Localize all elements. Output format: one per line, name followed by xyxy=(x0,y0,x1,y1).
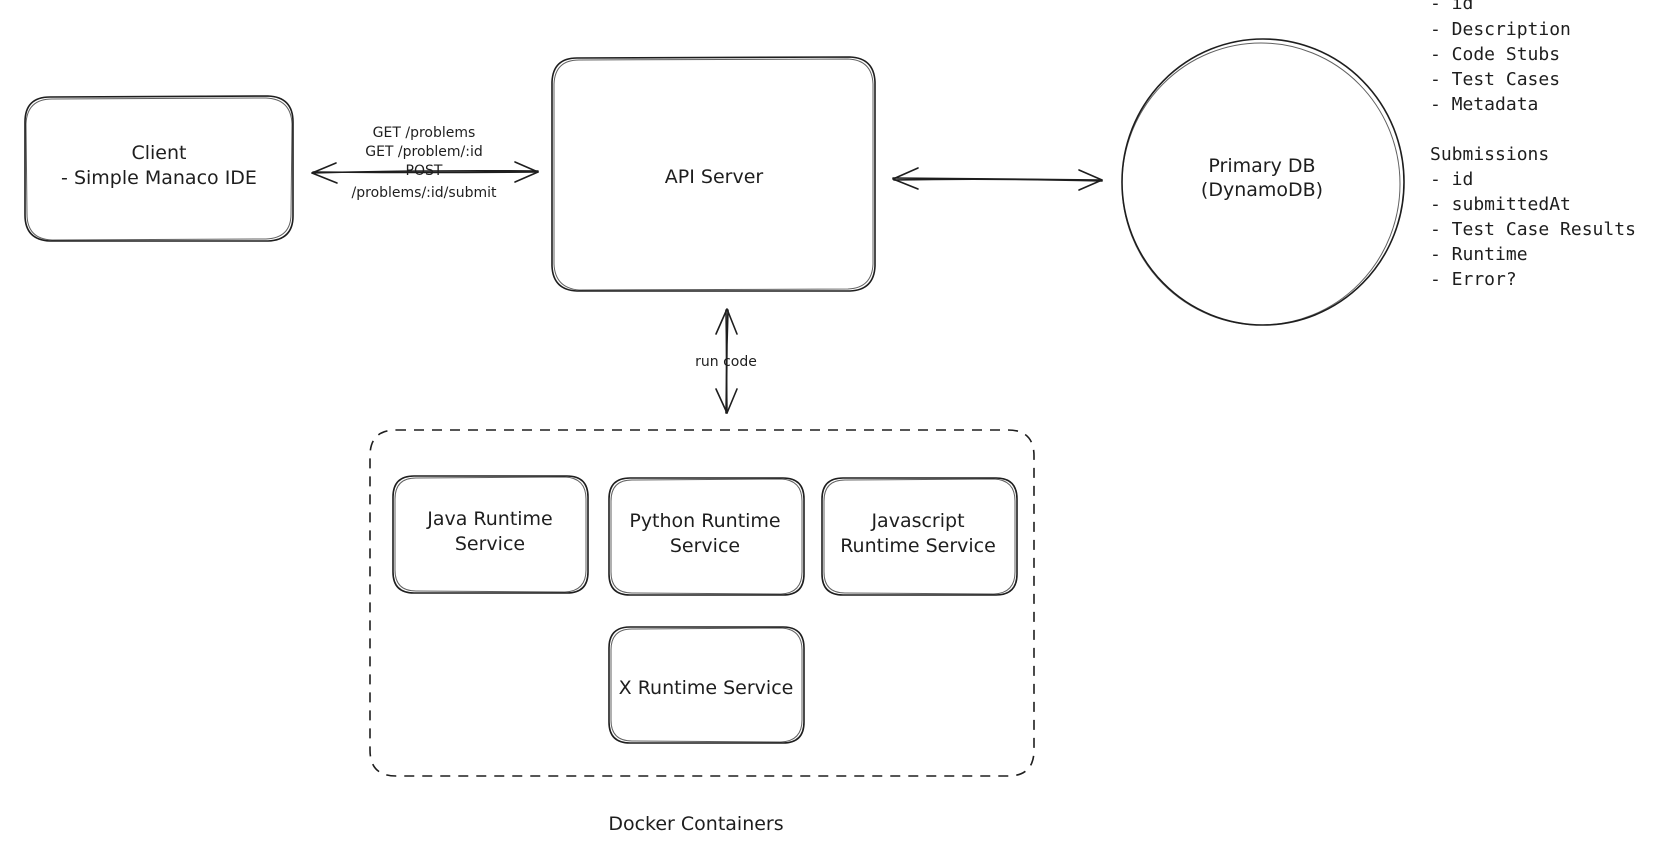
problems-field-description: - Description xyxy=(1430,19,1571,40)
submissions-field-id: - id xyxy=(1430,169,1473,190)
schema-notes: - id - Description - Code Stubs - Test C… xyxy=(1430,0,1636,290)
api-server-node[interactable]: API Server xyxy=(551,56,876,292)
problems-field-metadata: - Metadata xyxy=(1430,94,1538,115)
primary-db-node[interactable]: Primary DB (DynamoDB) xyxy=(1121,38,1405,326)
javascript-runtime-node[interactable]: Javascript Runtime Service xyxy=(821,477,1018,596)
edge-api-runtime-label: run code xyxy=(695,354,757,370)
edge-client-api-label-line-3: POST xyxy=(406,163,443,179)
edge-api-db[interactable] xyxy=(892,167,1103,191)
submissions-field-submitted-at: - submittedAt xyxy=(1430,194,1571,215)
edge-client-api[interactable]: GET /problems GET /problem/:id POST /pro… xyxy=(311,125,539,201)
docker-containers-group: Docker Containers xyxy=(369,429,1035,835)
java-runtime-label-line-1: Java Runtime xyxy=(426,508,553,530)
primary-db-label-line-2: (DynamoDB) xyxy=(1201,179,1323,201)
submissions-field-test-case-results: - Test Case Results xyxy=(1430,219,1636,240)
python-runtime-node[interactable]: Python Runtime Service xyxy=(608,477,805,596)
javascript-runtime-label-line-1: Javascript xyxy=(870,510,964,532)
x-runtime-node[interactable]: X Runtime Service xyxy=(608,626,805,744)
x-runtime-label: X Runtime Service xyxy=(619,677,794,699)
client-label-line-2: - Simple Manaco IDE xyxy=(61,167,257,189)
api-server-label: API Server xyxy=(665,166,764,188)
submissions-title: Submissions xyxy=(1430,144,1549,165)
client-label-line-1: Client xyxy=(131,142,186,164)
edge-client-api-label-line-2: GET /problem/:id xyxy=(365,144,483,160)
docker-containers-label: Docker Containers xyxy=(608,813,783,835)
python-runtime-label-line-1: Python Runtime xyxy=(629,510,780,532)
javascript-runtime-label-line-2: Runtime Service xyxy=(840,535,996,557)
java-runtime-node[interactable]: Java Runtime Service xyxy=(392,475,589,594)
java-runtime-label-line-2: Service xyxy=(455,533,525,555)
edge-api-runtime[interactable]: run code xyxy=(695,308,757,414)
primary-db-label-line-1: Primary DB xyxy=(1208,155,1315,177)
problems-field-test-cases: - Test Cases xyxy=(1430,69,1560,90)
edge-client-api-label-line-4: /problems/:id/submit xyxy=(352,185,497,201)
problems-field-id: - id xyxy=(1430,0,1473,14)
submissions-field-runtime: - Runtime xyxy=(1430,244,1528,265)
submissions-field-error: - Error? xyxy=(1430,269,1517,290)
edge-client-api-label-line-1: GET /problems xyxy=(373,125,476,141)
python-runtime-label-line-2: Service xyxy=(670,535,740,557)
problems-field-code-stubs: - Code Stubs xyxy=(1430,44,1560,65)
client-node[interactable]: Client - Simple Manaco IDE xyxy=(24,95,294,242)
